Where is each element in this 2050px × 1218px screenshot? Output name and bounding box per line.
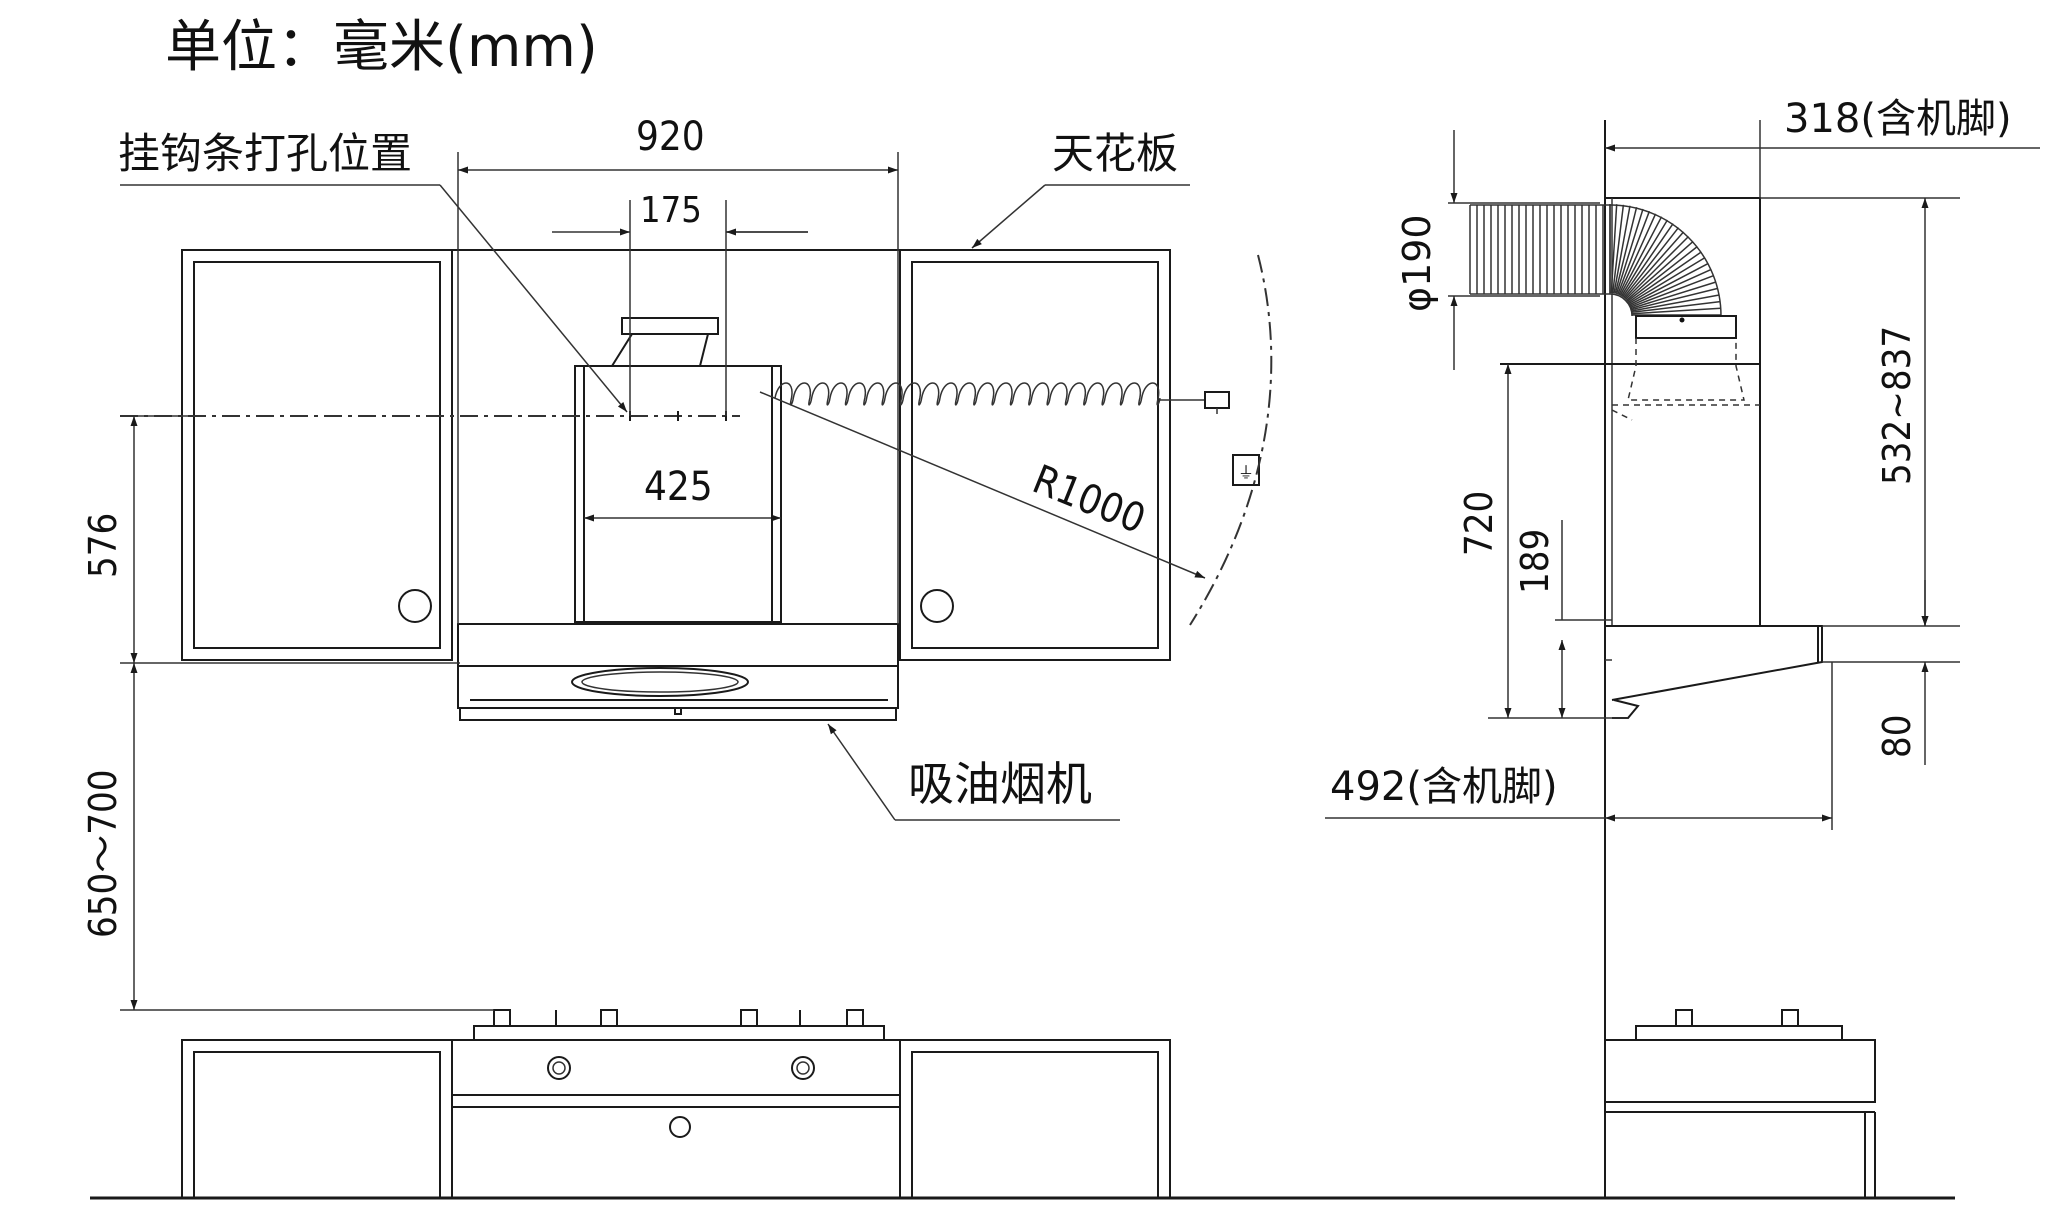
- chimney-side: [1604, 197, 1761, 627]
- dim-chimney-425: 425: [644, 464, 713, 510]
- hook-holes: [120, 411, 740, 421]
- power-socket: [1232, 454, 1260, 486]
- gas-stove-front: [473, 1009, 885, 1080]
- dim-depth-318: 318(含机脚): [1784, 96, 2012, 142]
- dim-height-720: 720: [1457, 491, 1501, 556]
- label-hook-holes: 挂钩条打孔位置: [118, 129, 412, 178]
- dim-height-189: 189: [1513, 529, 1557, 594]
- socket-symbol: ⏚: [1238, 463, 1254, 482]
- dim-spacing-175: 175: [640, 190, 702, 231]
- dim-duct-diameter: φ190: [1395, 214, 1439, 312]
- side-view: 318(含机脚) φ190 532~837 80 720 189 492(含机脚…: [1325, 96, 2040, 1198]
- dim-height-650-700: 650～700: [81, 770, 125, 938]
- chimney-cover: [574, 317, 782, 623]
- upper-cabinet-left: [181, 249, 453, 661]
- flex-duct: [1469, 204, 1722, 317]
- side-cabinet: [1604, 1009, 1876, 1198]
- label-hood: 吸油烟机: [908, 757, 1092, 811]
- dim-height-80: 80: [1875, 715, 1919, 759]
- dim-height-576: 576: [81, 513, 125, 578]
- power-plug: [1204, 391, 1230, 409]
- lower-cabinets: [181, 1039, 1171, 1199]
- dim-depth-492: 492(含机脚): [1330, 764, 1558, 810]
- label-ceiling: 天花板: [1052, 129, 1178, 178]
- dim-chimney-range: 532~837: [1875, 326, 1919, 485]
- upper-cabinet-right: [899, 249, 1171, 661]
- dim-width-920: 920: [636, 114, 705, 160]
- unit-title: 单位：毫米(mm): [165, 15, 598, 80]
- range-hood-front: [457, 623, 899, 721]
- radius-arc: [1189, 254, 1273, 626]
- power-cord: [774, 382, 1161, 406]
- range-hood-side: [1605, 625, 1823, 719]
